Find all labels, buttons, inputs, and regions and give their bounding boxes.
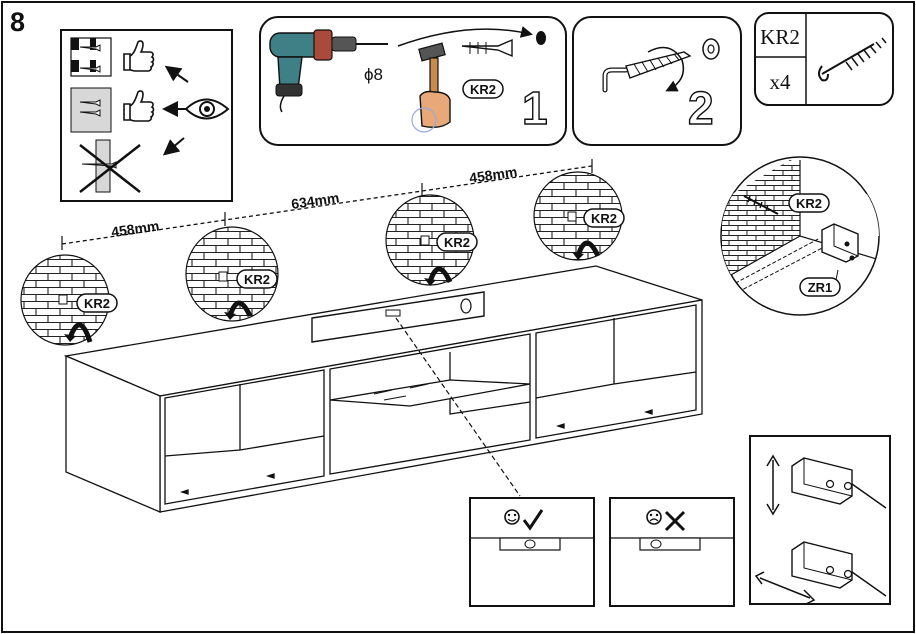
hammer-icon [411,42,451,133]
svg-text:KR2: KR2 [444,235,470,250]
bracket-bottom-icon [791,541,887,597]
drill-diameter: ϕ8 [364,65,383,84]
step-number: 8 [10,7,25,37]
hollow-wall-icon [70,37,112,77]
sub-step-2: 2 [688,82,714,134]
screw-panel: 2 [572,16,742,146]
updown-arrow-icon [766,454,780,516]
dimension-middle: 634mm [290,189,340,212]
kr2-hook-icon [743,195,779,215]
level-incorrect-panel [609,497,735,607]
drill-panel: ϕ8 KR2 1 [259,16,567,146]
wall-detail-4: KR2 [533,171,625,261]
dimension-line [61,159,593,250]
bracket-icon [821,223,859,263]
drill-icon [269,29,388,113]
wall-detail-1: KR2 [20,254,118,346]
bracket-top-icon [791,457,887,509]
cross-icon [664,510,686,532]
kr2-part-icon [818,37,887,82]
rotate-arrow-icon [647,46,685,92]
part-code: KR2 [760,25,800,49]
happy-face-icon [504,509,520,525]
dimension-left: 458mm [110,217,160,240]
parts-box: KR2 x4 [754,12,894,106]
bracket-adjust-panel [749,435,891,605]
eye-icon [184,98,230,120]
thumb-up-icon [123,90,155,122]
svg-text:KR2: KR2 [470,82,496,97]
level-correct-panel [469,497,595,607]
solid-wall-icon [70,87,112,133]
corner-kr2-label: KR2 [796,196,822,211]
dowel-icon [461,31,546,58]
sub-step-1: 1 [522,82,548,134]
washer-icon [702,38,720,60]
svg-text:KR2: KR2 [84,296,110,311]
part-quantity: x4 [770,70,792,94]
tv-cabinet [63,265,703,513]
sad-face-icon [646,509,662,525]
wall-detail-2: KR2 [185,226,279,322]
kr2-callout-drill: KR2 [462,79,504,99]
corner-detail: KR2 ZR1 [720,156,880,316]
check-icon [522,509,544,531]
wall-type-panel [60,29,233,202]
plasterboard-not-allowed-icon [79,139,141,193]
hook-screw-icon [602,51,692,93]
dimension-right: 458mm [468,163,518,186]
corner-zr1-label: ZR1 [808,280,833,295]
leftright-arrow-icon [754,571,816,605]
spirit-level-icon [311,291,521,497]
wall-detail-3: KR2 [385,194,478,286]
thumb-up-icon [123,40,155,72]
svg-text:KR2: KR2 [591,211,617,226]
svg-text:KR2: KR2 [244,272,270,287]
